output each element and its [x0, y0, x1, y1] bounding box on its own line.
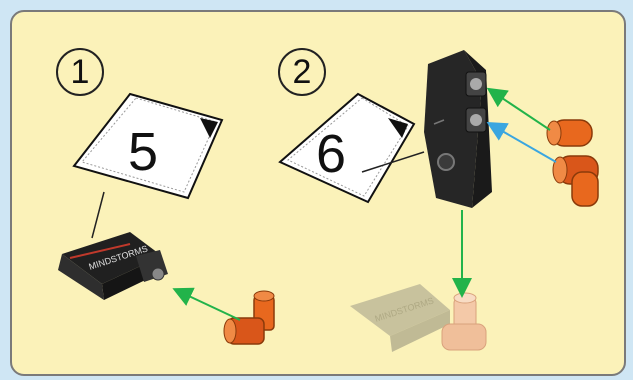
arrow-icon	[490, 90, 550, 130]
battery-box-icon: MINDSTORMS	[350, 284, 450, 352]
hub-part-icon	[424, 50, 492, 208]
assembly-illustration: 5 MINDSTORMS	[12, 12, 624, 374]
battery-box-icon: MINDSTORMS	[58, 232, 168, 300]
quantity-card-5: 5	[128, 122, 158, 182]
axle-connector-icon	[224, 291, 274, 344]
axle-connector-icon	[547, 120, 598, 206]
arrow-icon	[490, 124, 556, 162]
quantity-card-6: 6	[316, 124, 346, 184]
flag-card-icon: 5	[74, 94, 222, 198]
instruction-panel: 1 2 5	[10, 10, 626, 376]
arrow-icon	[176, 290, 240, 320]
flag-card-icon: 6	[280, 94, 414, 202]
